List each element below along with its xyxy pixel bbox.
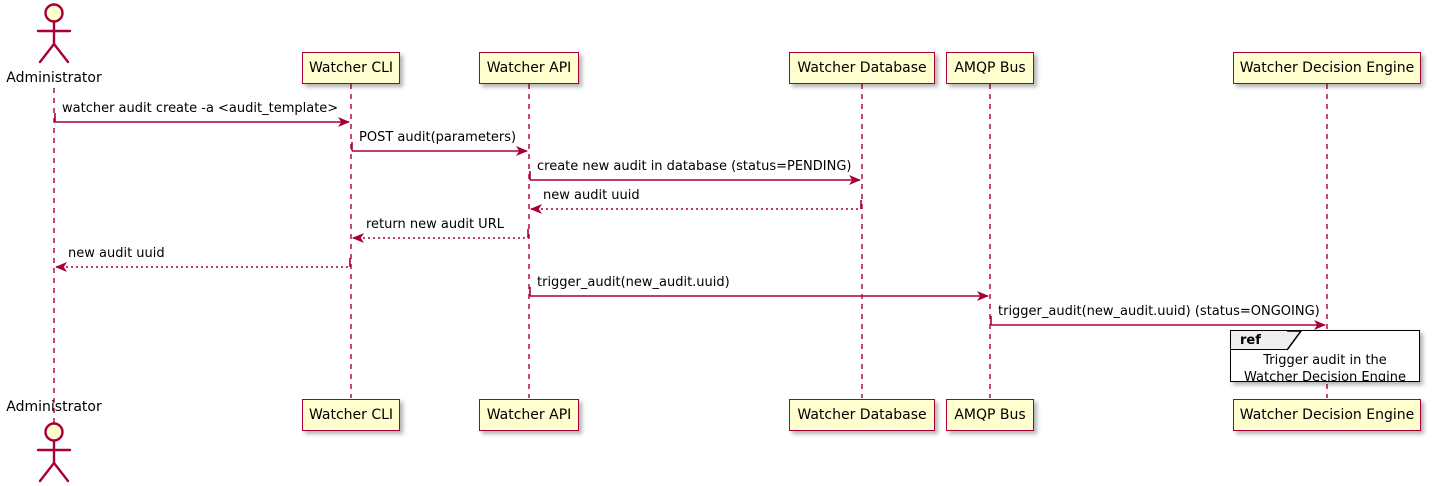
message-label-6: trigger_audit(new_audit.uuid)	[537, 275, 730, 290]
actor-name: Administrator	[6, 399, 102, 415]
actor-name: Administrator	[6, 70, 102, 86]
participant-label: Watcher Database	[797, 407, 927, 423]
participant-label: Watcher Database	[797, 60, 927, 76]
participant-box-watcher-api-bottom[interactable]: Watcher API	[479, 399, 579, 431]
participant-box-watcher-decision-engine-bottom[interactable]: Watcher Decision Engine	[1233, 399, 1421, 431]
ref-body-line-2: Watcher Decision Engine	[1244, 370, 1406, 382]
message-label-0: watcher audit create -a <audit_template>	[62, 101, 339, 116]
arrow-origin-stubs	[54, 113, 992, 325]
ref-fragment-box[interactable]: ref Trigger audit in the Watcher Decisio…	[1230, 330, 1420, 382]
message-label-2: create new audit in database (status=PEN…	[537, 159, 852, 174]
participant-box-amqp-bus-bottom[interactable]: AMQP Bus	[946, 399, 1034, 431]
participant-label: Watcher CLI	[308, 60, 394, 76]
participant-label: Watcher Decision Engine	[1239, 60, 1415, 76]
participant-label: AMQP Bus	[954, 407, 1026, 423]
message-label-1: POST audit(parameters)	[359, 130, 517, 145]
participant-label: Watcher API	[486, 60, 572, 76]
participant-box-watcher-decision-engine-top[interactable]: Watcher Decision Engine	[1233, 52, 1421, 84]
participant-label: Watcher API	[486, 407, 572, 423]
participant-box-watcher-cli-top[interactable]: Watcher CLI	[302, 52, 400, 84]
participant-label: Watcher CLI	[308, 407, 394, 423]
message-label-4: return new audit URL	[366, 217, 504, 232]
message-label-7: trigger_audit(new_audit.uuid) (status=ON…	[998, 304, 1320, 319]
ref-fragment-tab: ref	[1231, 331, 1287, 350]
ref-tab-notch	[1287, 331, 1302, 351]
participant-box-watcher-database-bottom[interactable]: Watcher Database	[789, 399, 935, 431]
ref-keyword-label: ref	[1240, 332, 1261, 348]
participant-box-amqp-bus-top[interactable]: AMQP Bus	[946, 52, 1034, 84]
actor-label-administrator-bottom: Administrator	[0, 399, 108, 415]
actor-administrator-bottom	[36, 422, 72, 483]
participant-box-watcher-api-top[interactable]: Watcher API	[479, 52, 579, 84]
participant-label: AMQP Bus	[954, 60, 1026, 76]
message-arrows	[55, 117, 1326, 330]
ref-fragment-body: Trigger audit in the Watcher Decision En…	[1231, 352, 1419, 382]
actor-label-administrator-top: Administrator	[0, 70, 108, 86]
participant-label: Watcher Decision Engine	[1239, 407, 1415, 423]
ref-body-line-1: Trigger audit in the	[1263, 353, 1387, 368]
participant-box-watcher-cli-bottom[interactable]: Watcher CLI	[302, 399, 400, 431]
message-label-3: new audit uuid	[543, 188, 640, 203]
lifelines	[53, 84, 1328, 424]
actor-administrator-top	[36, 3, 72, 64]
participant-box-watcher-database-top[interactable]: Watcher Database	[789, 52, 935, 84]
message-label-5: new audit uuid	[68, 246, 165, 261]
